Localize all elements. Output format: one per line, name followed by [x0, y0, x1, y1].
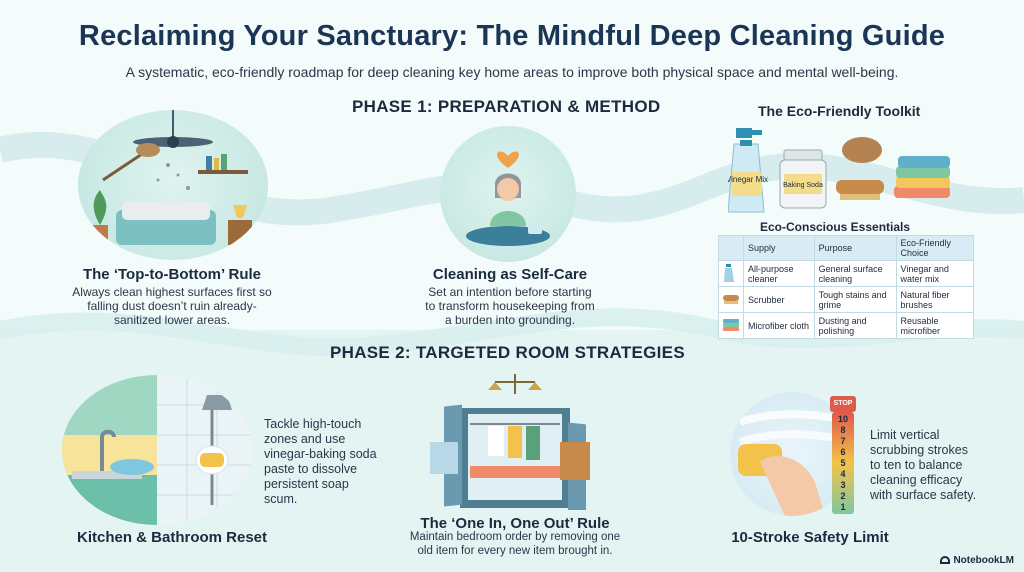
header-choice: Eco-Friendly Choice [895, 235, 975, 261]
stroke-gauge-labels: 10 8 7 6 5 4 3 2 1 [837, 414, 848, 512]
phase1-heading: PHASE 1: PREPARATION & METHOD [352, 97, 661, 116]
sponge-scrubbing-icon [738, 410, 846, 516]
scrub-brush-icon [836, 180, 884, 200]
top-to-bottom-title: The ‘Top-to-Bottom’ Rule [82, 266, 262, 283]
kitchen-text: Tackle high-touch zones and use vinegar-… [264, 417, 377, 506]
meditating-person-icon [466, 151, 550, 246]
table-row: All-purpose cleaner General surface clea… [718, 260, 975, 287]
self-care-title: Cleaning as Self-Care [432, 266, 588, 283]
one-in-one-out-title: The ‘One In, One Out’ Rule [420, 515, 610, 532]
stroke-gauge [832, 412, 854, 514]
living-room-icon [92, 110, 252, 245]
notebooklm-brand: NotebookLM [940, 555, 1014, 566]
notebooklm-logo-icon [940, 556, 951, 564]
table-row: Scrubber Tough stains and grime Natural … [718, 286, 975, 313]
kitchen-title: Kitchen & Bathroom Reset [76, 529, 268, 546]
self-care-text: Set an intention before starting to tran… [425, 285, 595, 327]
living-room-illustration [78, 110, 268, 260]
kitchen-bathroom-illustration [62, 375, 252, 525]
supply-table: Supply Purpose Eco-Friendly Choice All-p… [718, 235, 975, 339]
incoming-shirt-icon [430, 442, 458, 474]
wardrobe-illustration [430, 374, 590, 510]
page-subtitle: A systematic, eco-friendly roadmap for d… [125, 64, 899, 80]
stroke-counter-scale: STOP 10 8 7 6 5 4 3 2 1 [826, 396, 860, 514]
header-supply: Supply [743, 235, 815, 261]
table-header-row: Supply Purpose Eco-Friendly Choice [718, 235, 975, 261]
spray-bottle-icon: Vinegar Mix [728, 128, 768, 213]
stroke-limit-title: 10-Stroke Safety Limit [731, 529, 889, 546]
toolkit-title: The Eco-Friendly Toolkit [758, 103, 921, 119]
svg-text:Vinegar Mix: Vinegar Mix [728, 175, 768, 184]
jar-icon: Baking Soda [779, 149, 827, 209]
spray-bottle-icon [718, 260, 744, 287]
kitchen-sink-icon [62, 375, 252, 525]
sponge-icon [842, 137, 882, 163]
page-title: Reclaiming Your Sanctuary: The Mindful D… [78, 20, 946, 52]
one-in-one-out-text: Maintain bedroom order by removing one o… [409, 531, 621, 557]
outgoing-jacket-icon [560, 442, 590, 480]
brush-icon [718, 286, 744, 313]
cloth-stack-icon [718, 312, 744, 339]
essentials-title: Eco-Conscious Essentials [760, 220, 911, 234]
toolkit-illustration: Vinegar Mix Baking Soda [728, 128, 950, 213]
table-row: Microfiber cloth Dusting and polishing R… [718, 312, 975, 339]
header-purpose: Purpose [813, 235, 897, 261]
stroke-limit-text: Limit vertical scrubbing strokes to ten … [870, 428, 977, 502]
balance-scale-icon [488, 374, 542, 394]
stop-sign-icon: STOP [830, 396, 856, 412]
cloth-stack-icon [894, 156, 950, 198]
meditation-illustration [440, 126, 576, 262]
svg-text:Baking Soda: Baking Soda [783, 182, 823, 189]
phase2-heading: PHASE 2: TARGETED ROOM STRATEGIES [330, 343, 685, 362]
top-to-bottom-text: Always clean highest surfaces first so f… [72, 285, 272, 327]
